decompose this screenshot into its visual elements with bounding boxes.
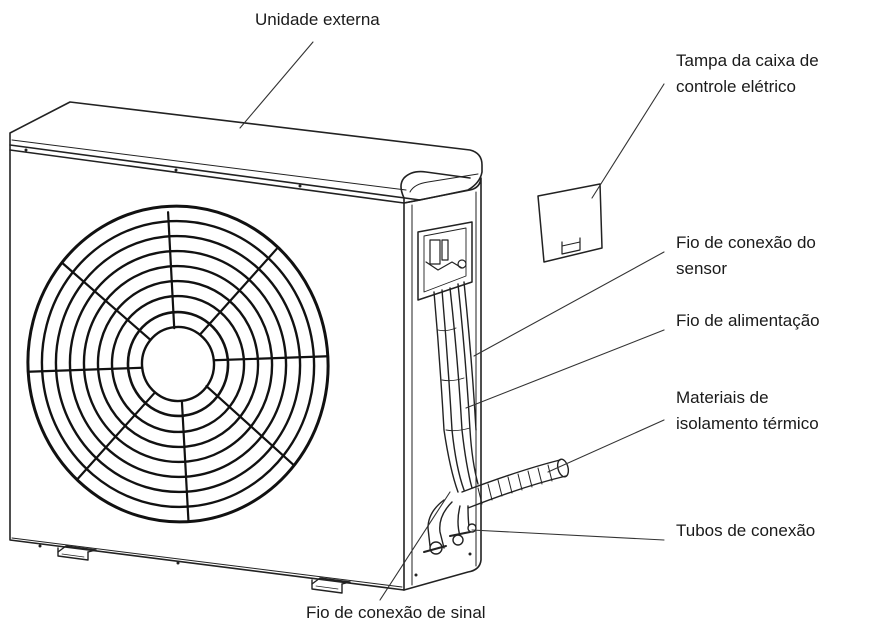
unit-top-cover: [9, 101, 483, 204]
label-signal-wire: Fio de conexão de sinal: [306, 603, 486, 622]
leader-power-wire: [465, 329, 665, 409]
leader-sensor-wire: [473, 251, 665, 357]
top-screws: [24, 148, 302, 188]
leader-lines: [239, 41, 665, 601]
label-control-cover-line2: controle elétrico: [676, 77, 797, 96]
unit-side-panel: [403, 177, 482, 591]
unit-feet: [57, 545, 351, 594]
leader-signal-wire: [379, 491, 451, 601]
label-sensor-wire-line2: sensor: [676, 259, 728, 278]
insulated-pipe: [461, 458, 570, 509]
leader-insulation: [547, 419, 665, 473]
electrical-box-opening: [417, 221, 473, 301]
label-insulation-line1: Materiais de: [676, 388, 769, 407]
bottom-screws: [38, 544, 180, 565]
label-sensor-wire-line1: Fio de conexão do: [676, 233, 816, 252]
control-box-cover: [537, 183, 603, 263]
leader-connection-pipes: [471, 529, 665, 541]
connection-pipes: [423, 499, 477, 555]
side-screws: [414, 552, 472, 577]
label-insulation-line2: isolamento térmico: [676, 414, 819, 433]
label-power-wire: Fio de alimentação: [676, 311, 820, 330]
leader-outdoor-unit: [239, 41, 314, 129]
label-connection-pipes: Tubos de conexão: [676, 521, 816, 540]
fan-guard: [26, 204, 330, 524]
label-outdoor-unit: Unidade externa: [255, 10, 380, 29]
unit-front-panel: [9, 149, 405, 591]
label-control-cover-line1: Tampa da caixa de: [676, 51, 819, 70]
cable-bundle: [433, 281, 479, 493]
leader-control-cover: [591, 83, 665, 199]
